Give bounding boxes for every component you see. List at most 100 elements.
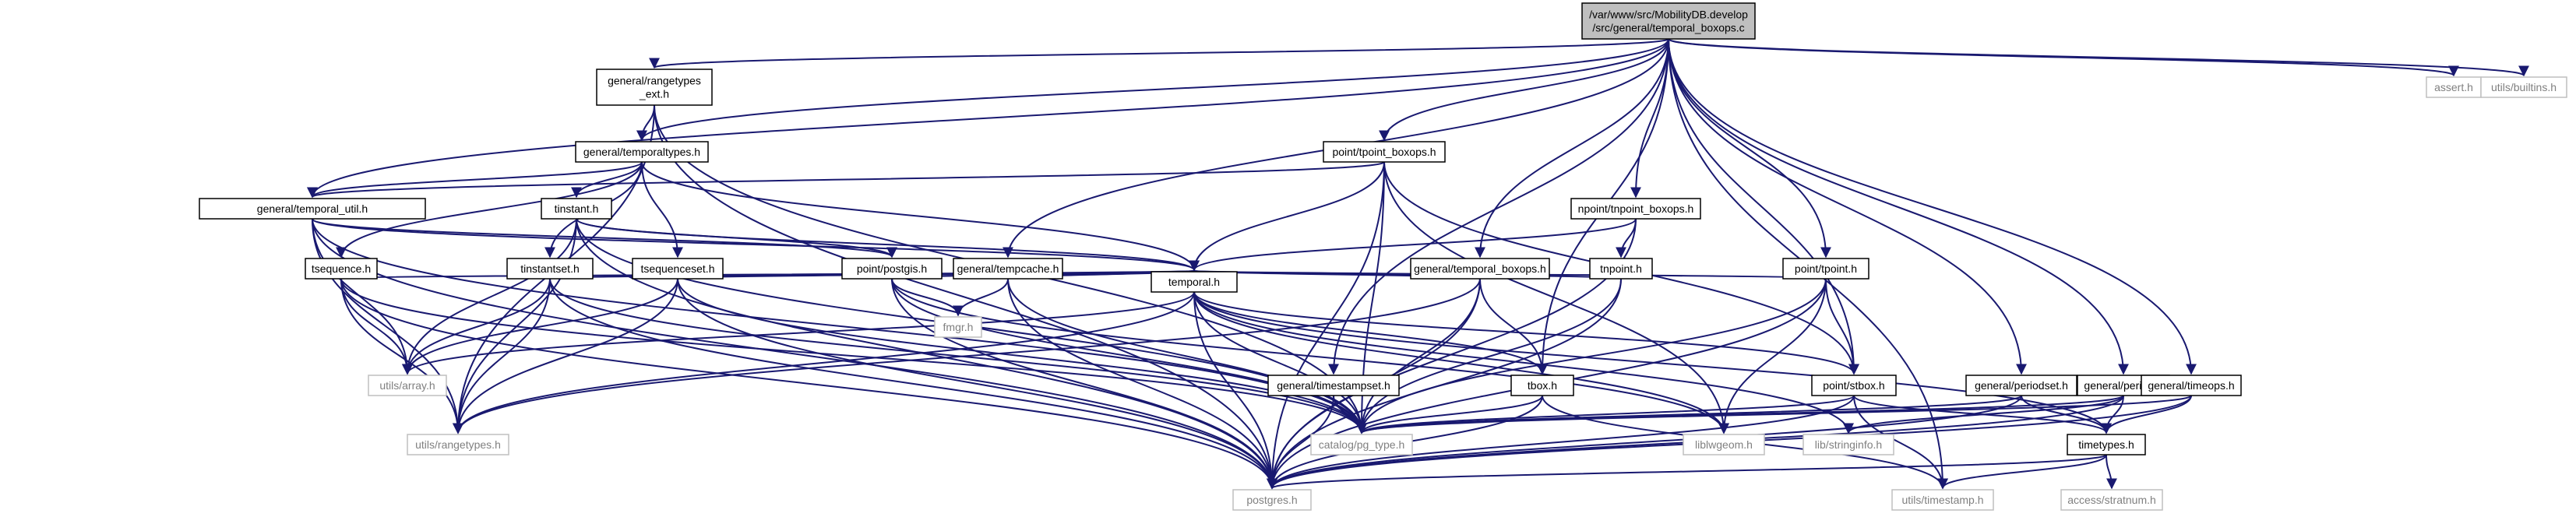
node-tbox[interactable]: tbox.h (1510, 375, 1574, 396)
node-fmgr: fmgr.h (934, 316, 982, 338)
node-label: temporal.h (1168, 276, 1220, 288)
node-root[interactable]: /var/www/src/MobilityDB.develop/src/gene… (1581, 2, 1756, 40)
node-label: general/timestampset.h (1277, 379, 1390, 392)
edge-tnpoint_boxops-to-temporal (1189, 218, 1637, 272)
edge-tsequenceset-to-postgres (677, 278, 1277, 490)
node-label: general/temporal_boxops.h (1414, 262, 1546, 275)
node-box (596, 69, 713, 106)
node-label: _ext.h (639, 88, 669, 100)
node-label: general/rangetypes (608, 75, 701, 87)
edge-tsequence-to-rangetypes (340, 278, 463, 434)
node-timetypes[interactable]: timetypes.h (2067, 434, 2146, 455)
node-tpoint[interactable]: point/tpoint.h (1782, 258, 1869, 280)
node-label: tbox.h (1528, 379, 1557, 392)
node-label: point/stbox.h (1823, 379, 1884, 392)
node-box (1581, 2, 1756, 40)
node-label: catalog/pg_type.h (1319, 438, 1405, 451)
node-array: utils/array.h (368, 375, 447, 396)
edge-tinstantset-to-postgres (549, 278, 1277, 490)
node-box (1683, 434, 1765, 455)
edge-root-to-temporal_boxops_h (1475, 38, 1669, 258)
node-label: tinstant.h (555, 202, 599, 215)
edge-tpoint-to-liblwgeom (1718, 278, 1827, 434)
node-label: npoint/tnpoint_boxops.h (1578, 202, 1694, 215)
node-tinstantset[interactable]: tinstantset.h (506, 258, 594, 280)
node-tnpoint[interactable]: tnpoint.h (1589, 258, 1653, 280)
node-box (575, 141, 709, 163)
node-box (1410, 258, 1550, 280)
node-periodset[interactable]: general/periodset.h (1965, 375, 2077, 396)
node-temporaltypes[interactable]: general/temporaltypes.h (575, 141, 709, 163)
node-label: point/tpoint_boxops.h (1332, 146, 1436, 158)
node-timestamp: utils/timestamp.h (1891, 489, 1994, 511)
edge-temporal_util-to-rangetypes (312, 218, 463, 434)
node-box (2141, 375, 2242, 396)
edge-timeops-to-timetypes (2101, 395, 2192, 434)
node-box (305, 258, 378, 280)
node-label: access/stratnum.h (2067, 494, 2156, 506)
node-box (506, 258, 594, 280)
edge-timestampset-to-postgres (1267, 395, 1334, 490)
edge-root-to-timestampset (1328, 38, 1669, 375)
edge-temporal-to-pg_type (1193, 291, 1367, 434)
edge-tinstantset-to-rangetypes (453, 278, 551, 434)
node-rangetypes_ext[interactable]: general/rangetypes_ext.h (596, 69, 713, 106)
node-box (368, 375, 447, 396)
node-label: point/postgis.h (857, 262, 927, 275)
edge-temporal-to-array (402, 291, 1195, 375)
node-timestampset[interactable]: general/timestampset.h (1267, 375, 1400, 396)
edge-root-to-temporal_util (307, 38, 1669, 199)
edge-temporal_boxops_h-to-tbox (1479, 278, 1548, 375)
node-label: general/temporaltypes.h (583, 146, 700, 158)
node-tnpoint_boxops[interactable]: npoint/tnpoint_boxops.h (1570, 198, 1701, 220)
node-box (1570, 198, 1701, 220)
edge-temporaltypes-to-temporal_util (307, 161, 643, 199)
node-label: point/tpoint.h (1795, 262, 1857, 275)
node-tsequence[interactable]: tsequence.h (305, 258, 378, 280)
node-temporal[interactable]: temporal.h (1151, 271, 1238, 293)
node-label: /var/www/src/MobilityDB.develop (1589, 9, 1748, 21)
node-box (841, 258, 943, 280)
edge-temporaltypes-to-tinstant (571, 161, 643, 199)
node-postgres: postgres.h (1232, 489, 1312, 511)
node-label: tinstantset.h (520, 262, 580, 275)
node-box (2426, 76, 2482, 98)
node-box (1323, 141, 1446, 163)
edge-root-to-stbox (1668, 38, 1859, 375)
edge-tinstantset-to-pg_type (549, 278, 1367, 434)
node-stbox[interactable]: point/stbox.h (1811, 375, 1897, 396)
edge-tpoint_boxops-to-temporal_util (307, 161, 1385, 199)
node-postgis[interactable]: point/postgis.h (841, 258, 943, 280)
node-temporal_util[interactable]: general/temporal_util.h (199, 198, 426, 220)
node-timeops[interactable]: general/timeops.h (2141, 375, 2242, 396)
node-box (1589, 258, 1653, 280)
node-tpoint_boxops[interactable]: point/tpoint_boxops.h (1323, 141, 1446, 163)
edge-root-to-tpoint (1668, 38, 1831, 258)
edge-root-to-period (1668, 38, 2129, 375)
edge-temporal-to-rangetypes (453, 291, 1195, 434)
edge-root-to-builtins (1668, 38, 2529, 77)
node-label: /src/general/temporal_boxops.c (1592, 22, 1744, 34)
node-box (1965, 375, 2077, 396)
edge-tsequence-to-pg_type (340, 278, 1367, 434)
node-temporal_boxops_h[interactable]: general/temporal_boxops.h (1410, 258, 1550, 280)
edge-stbox-to-pg_type (1356, 395, 1855, 434)
node-tsequenceset[interactable]: tsequenceset.h (632, 258, 724, 280)
edge-tpoint_boxops-to-temporal (1189, 161, 1385, 272)
node-box (2067, 434, 2146, 455)
edge-tinstant-to-array (402, 218, 577, 375)
node-rangetypes: utils/rangetypes.h (407, 434, 509, 455)
edge-temporal-to-tbox (1193, 291, 1548, 375)
nodes-layer: /var/www/src/MobilityDB.develop/src/gene… (199, 2, 2567, 511)
edge-temporal-to-stringinfo (1193, 291, 1854, 434)
node-box (2480, 76, 2567, 98)
edge-temporaltypes-to-tsequence (336, 161, 643, 258)
edge-tsequenceset-to-rangetypes (453, 278, 678, 434)
node-tempcache[interactable]: general/tempcache.h (953, 258, 1063, 280)
node-box (199, 198, 426, 220)
edge-temporal-to-timetypes (1193, 291, 2112, 434)
edge-tbox-to-pg_type (1356, 395, 1543, 434)
edge-tinstantset-to-array (402, 278, 551, 375)
node-tinstant[interactable]: tinstant.h (541, 198, 612, 220)
